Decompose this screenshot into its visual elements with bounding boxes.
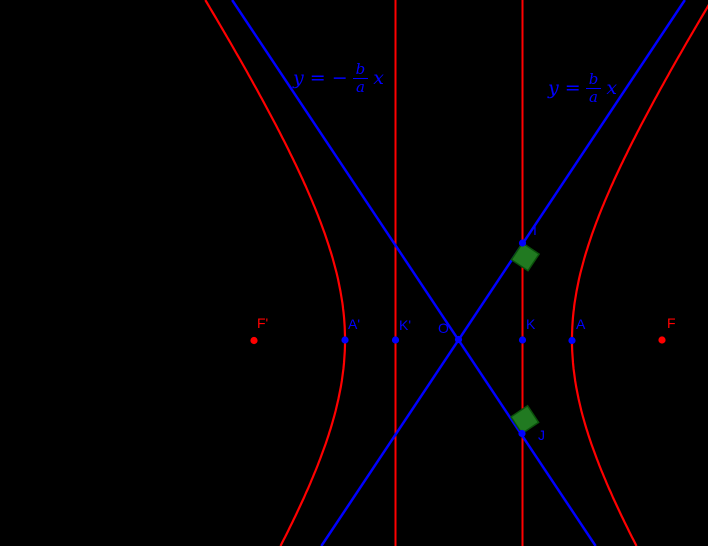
point-dot-j[interactable] bbox=[518, 429, 526, 438]
point-dot-o[interactable] bbox=[454, 335, 463, 344]
point-dot-f[interactable] bbox=[658, 336, 666, 344]
point-label-i: I bbox=[533, 222, 537, 238]
point-dot-a-prime[interactable] bbox=[341, 336, 349, 344]
point-dot-a[interactable] bbox=[568, 336, 576, 345]
asymptote-positive-slope-line bbox=[320, 0, 686, 546]
fraction-b-over-a: b a bbox=[352, 60, 369, 96]
point-label-f-prime: F' bbox=[257, 315, 269, 331]
point-label-k: K bbox=[526, 316, 536, 332]
point-dot-i[interactable] bbox=[518, 239, 527, 247]
asymptote-equation-rhs: x bbox=[373, 67, 384, 89]
asymptote-label-negative-slope: y = − b a x bbox=[293, 58, 384, 98]
right-angle-marker-I bbox=[510, 241, 541, 272]
hyperbola-left-branch bbox=[204, 0, 347, 546]
point-label-k-prime: K' bbox=[399, 317, 412, 333]
fraction-numerator: b bbox=[588, 70, 599, 88]
point-label-o: O bbox=[438, 320, 449, 336]
asymptote-negative-slope-line bbox=[231, 0, 597, 546]
point-label-a: A bbox=[576, 316, 586, 332]
point-label-f: F bbox=[667, 315, 676, 331]
point-label-j: J bbox=[538, 427, 545, 443]
fraction-denominator: a bbox=[586, 87, 601, 106]
asymptote-equation-lhs: y = bbox=[548, 77, 581, 99]
point-label-a-prime: A' bbox=[348, 316, 361, 332]
point-dot-k-prime[interactable] bbox=[391, 336, 400, 344]
right-angle-marker-J bbox=[509, 404, 540, 435]
asymptote-equation-rhs: x bbox=[606, 77, 618, 99]
asymptote-equation-lhs: y = − bbox=[293, 67, 348, 89]
fraction-denominator: a bbox=[352, 77, 368, 96]
fraction-numerator: b bbox=[355, 60, 366, 78]
fraction-b-over-a: b a bbox=[586, 71, 602, 105]
asymptote-label-positive-slope: y = b a x bbox=[548, 68, 617, 108]
point-dot-f-prime[interactable] bbox=[250, 336, 258, 345]
hyperbola-right-branch bbox=[570, 4, 708, 546]
point-dot-k[interactable] bbox=[518, 336, 527, 344]
